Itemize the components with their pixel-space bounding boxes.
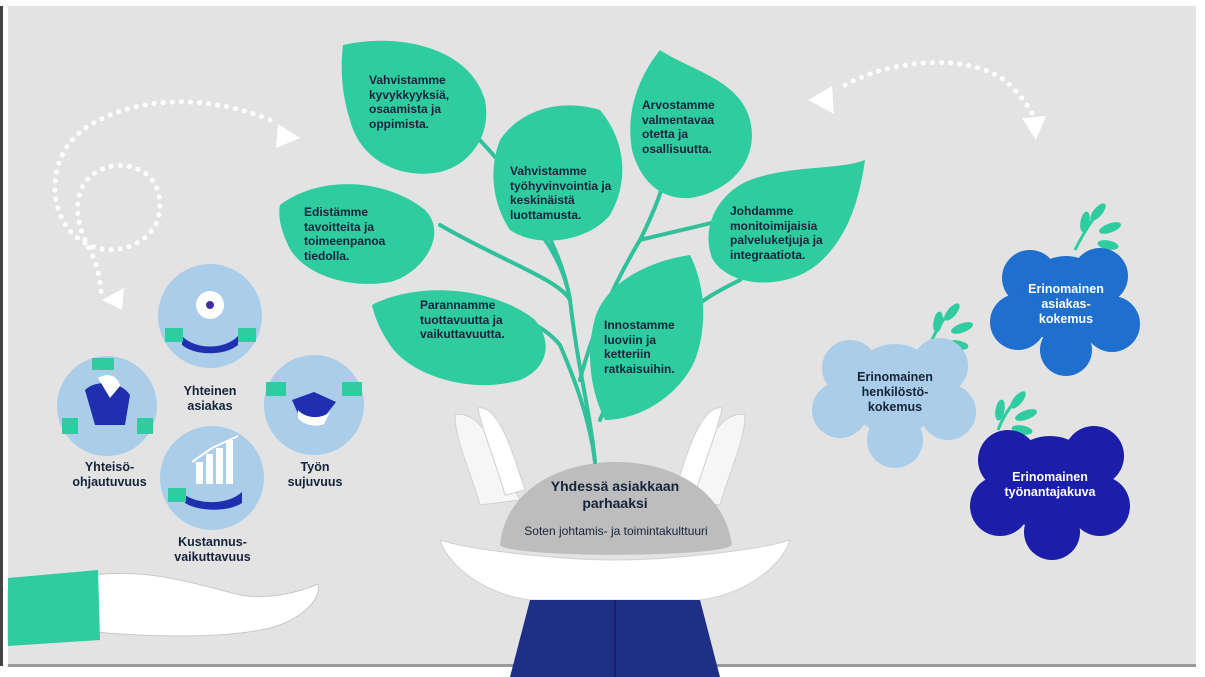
bottom-left-hand-illustration [7, 570, 319, 646]
handshake-icon [266, 382, 362, 426]
chart-in-hand-icon [168, 435, 242, 510]
flower-employer-label: Erinomainen työnantajakuva [1004, 470, 1096, 499]
stone-subtitle: Soten johtamis- ja toimintakulttuuri [524, 524, 708, 538]
leaf-1 [341, 40, 487, 174]
flower-customer-label: Erinomainen asiakas-kokemus [1028, 282, 1104, 326]
leaf-3 [493, 105, 623, 241]
leaf-text-2: Edistämme tavoitteita ja toimeenpanoa ti… [304, 205, 386, 263]
open-hands-illustration [439, 407, 791, 677]
leaf-6 [372, 290, 546, 386]
leaf-text-1: Vahvistamme kyvykkyyksiä, osaamista ja o… [369, 73, 450, 131]
dotted-loop-right [842, 60, 1038, 121]
label-community: Yhteisö-ohjautuvuus [72, 460, 147, 489]
label-cost-efficiency: Kustannus-vaikuttavuus [174, 535, 251, 564]
leaf-4 [630, 50, 752, 199]
label-work-flow: Työn sujuvuus [287, 460, 343, 489]
flower-in-hands-icon [165, 291, 256, 354]
clasped-hands-icon [62, 358, 153, 434]
leaf-text-6: Parannamme tuottavuutta ja vaikuttavuutt… [420, 298, 505, 341]
leaf-text-7: Innostamme luoviin ja ketteriin ratkaisu… [604, 318, 675, 376]
stone-title: Yhdessä asiakkaan parhaaksi [550, 478, 680, 511]
arrow-head-icon [276, 124, 300, 148]
stone-shape [500, 462, 732, 555]
leaf-7 [590, 255, 704, 420]
flower-customer [990, 248, 1140, 376]
leaf-text-3: Vahvistamme työhyvinvointia ja keskinäis… [510, 164, 612, 222]
label-shared-client: Yhteinen asiakas [183, 384, 237, 413]
arrow-head-icon [102, 288, 124, 310]
leaf-text-4: Arvostamme valmentavaa otetta ja osallis… [642, 98, 715, 156]
left-border [0, 6, 3, 666]
flower-employer [970, 426, 1130, 560]
dotted-loop-left [52, 99, 273, 301]
flower-staff [812, 338, 976, 468]
leaf-2 [279, 184, 435, 284]
leaf-text-5: Johdamme monitoimijaisia palveluketjuja … [730, 204, 823, 262]
arrow-head-icon [808, 86, 834, 114]
arrow-head-icon [1022, 116, 1046, 140]
flower-staff-label: Erinomainen henkilöstö-kokemus [857, 370, 933, 414]
leaf-5 [708, 160, 865, 283]
